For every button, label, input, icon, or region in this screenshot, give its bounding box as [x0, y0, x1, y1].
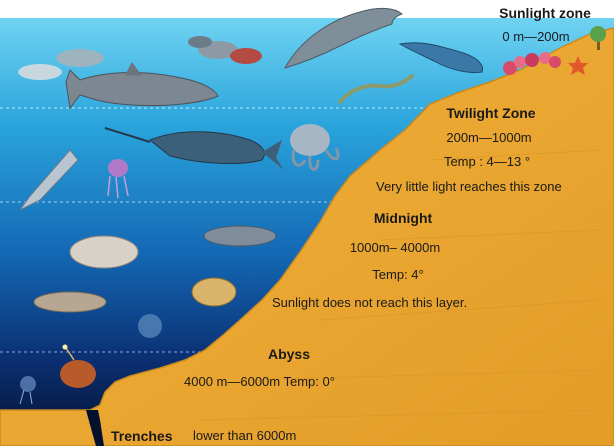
sunlight-zone-title: Sunlight zone — [499, 6, 591, 20]
trenches-depth: lower than 6000m — [193, 429, 296, 442]
midnight-zone-temp: Temp: 4° — [372, 268, 423, 281]
sunlight-zone-depth: 0 m—200m — [502, 30, 569, 43]
midnight-zone-depth: 1000m– 4000m — [350, 241, 440, 254]
twilight-zone-note: Very little light reaches this zone — [376, 180, 562, 193]
abyss-zone-title: Abyss — [268, 347, 310, 361]
abyss-zone-depth-temp: 4000 m—6000m Temp: 0° — [184, 375, 335, 388]
trenches-title: Trenches — [111, 429, 172, 443]
midnight-zone-title: Midnight — [374, 211, 432, 225]
twilight-zone-title: Twilight Zone — [446, 106, 535, 120]
twilight-zone-depth: 200m—1000m — [446, 131, 531, 144]
twilight-zone-temp: Temp : 4—13 ° — [444, 155, 530, 168]
midnight-zone-note: Sunlight does not reach this layer. — [272, 296, 467, 309]
